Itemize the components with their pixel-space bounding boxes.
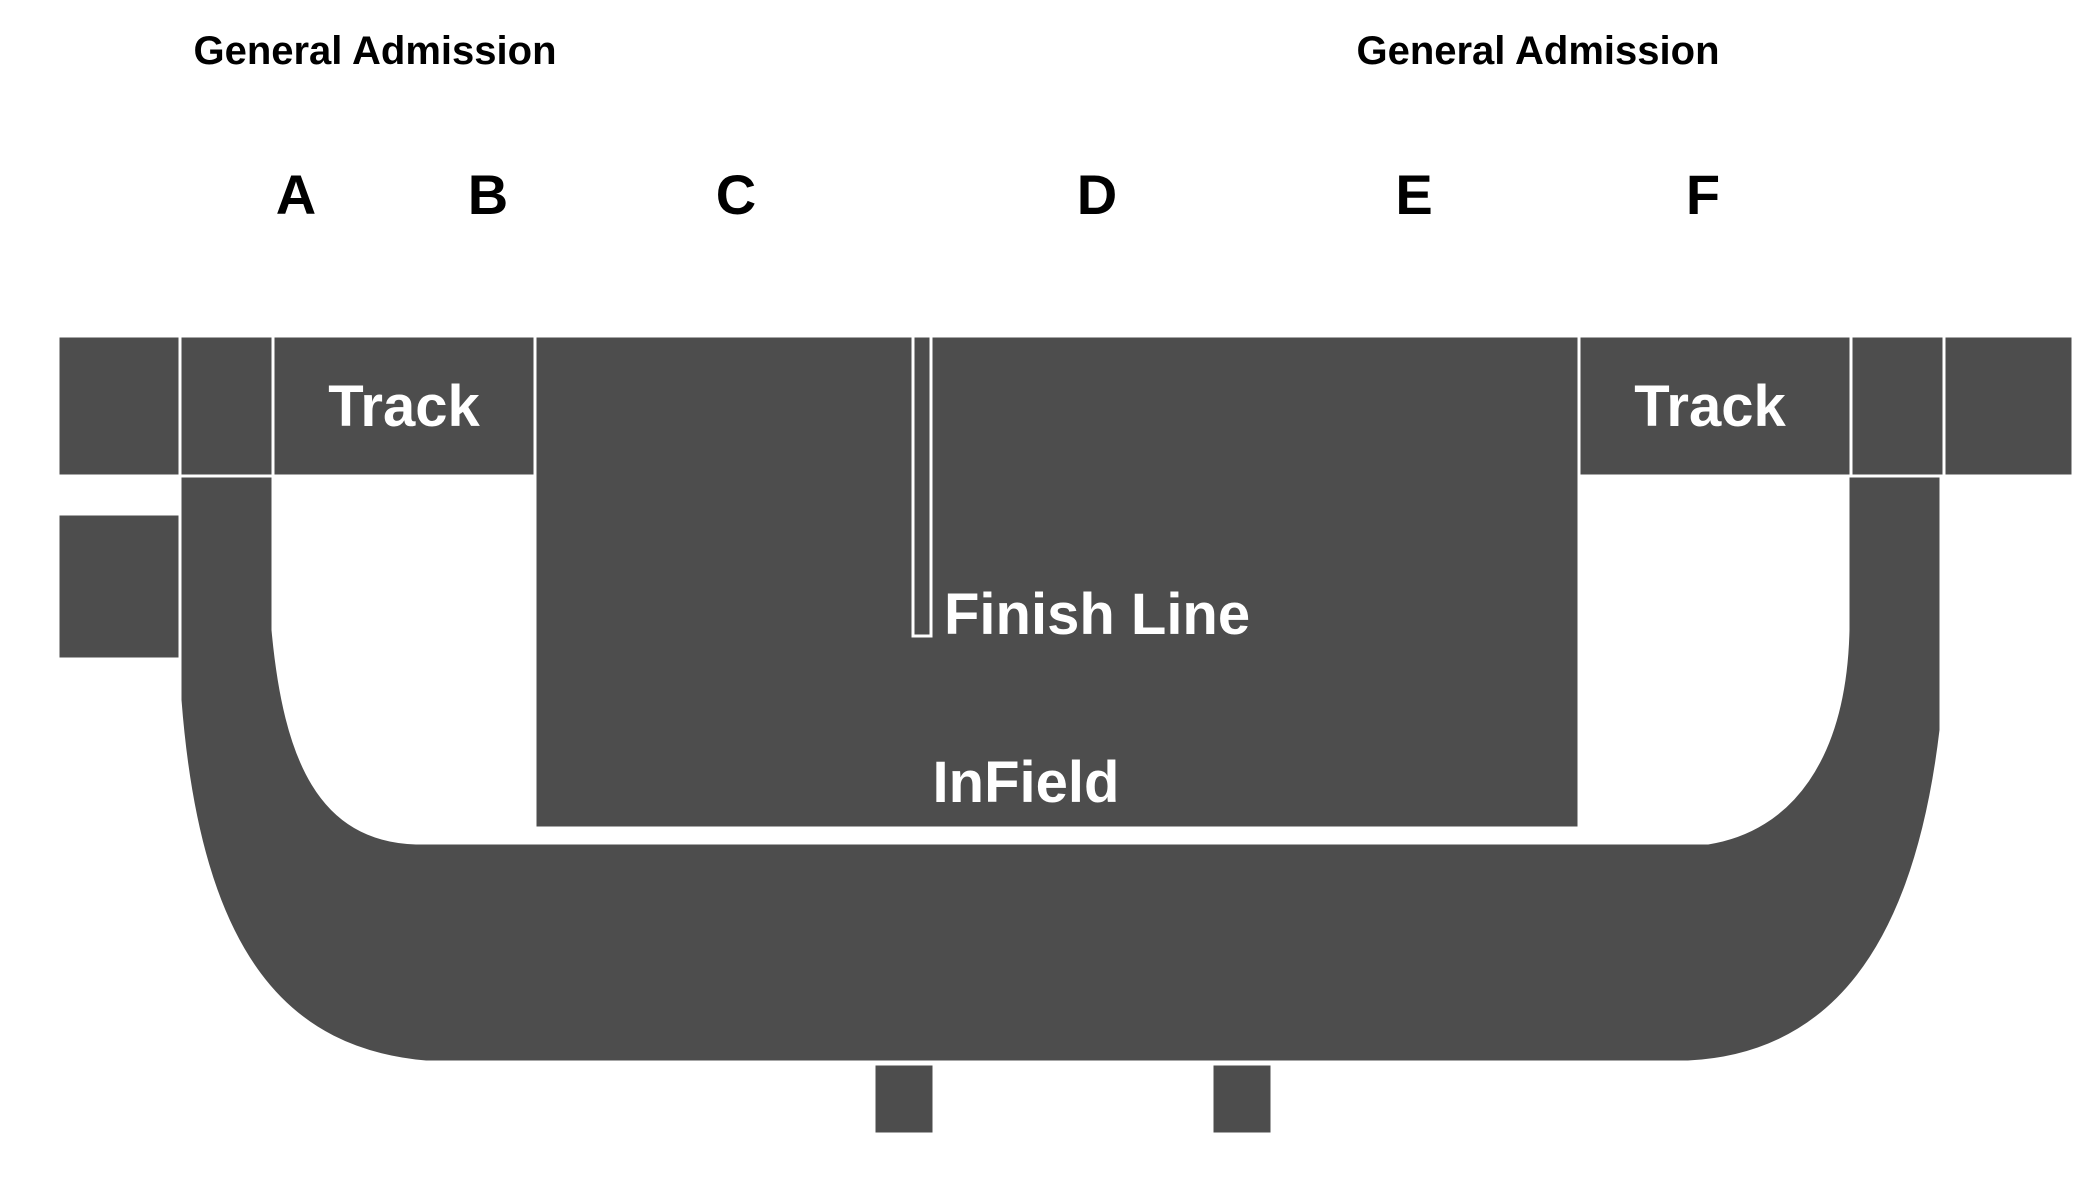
- section-label-c: C: [716, 163, 756, 226]
- section-box-far-right[interactable]: [1942, 334, 2075, 478]
- section-label-b: B: [468, 163, 508, 226]
- track-oval-section[interactable]: [178, 474, 1943, 1064]
- section-box-far-left[interactable]: [56, 334, 182, 478]
- track-section-right[interactable]: [1577, 334, 1853, 478]
- section-label-a: A: [276, 163, 316, 226]
- section-a-box[interactable]: [178, 334, 275, 478]
- section-box-left-lower[interactable]: [56, 512, 182, 661]
- section-label-f: F: [1686, 163, 1720, 226]
- track-section-left[interactable]: [271, 334, 537, 478]
- section-label-d: D: [1077, 163, 1117, 226]
- general-admission-label-left: General Admission: [193, 29, 556, 73]
- section-label-e: E: [1395, 163, 1432, 226]
- general-admission-label-right: General Admission: [1356, 29, 1719, 73]
- bottom-box-right[interactable]: [1210, 1062, 1274, 1136]
- finish-line-marker: [911, 334, 933, 638]
- bottom-box-left[interactable]: [872, 1062, 936, 1136]
- section-f-box[interactable]: [1849, 334, 1946, 478]
- infield-section[interactable]: [533, 334, 1581, 830]
